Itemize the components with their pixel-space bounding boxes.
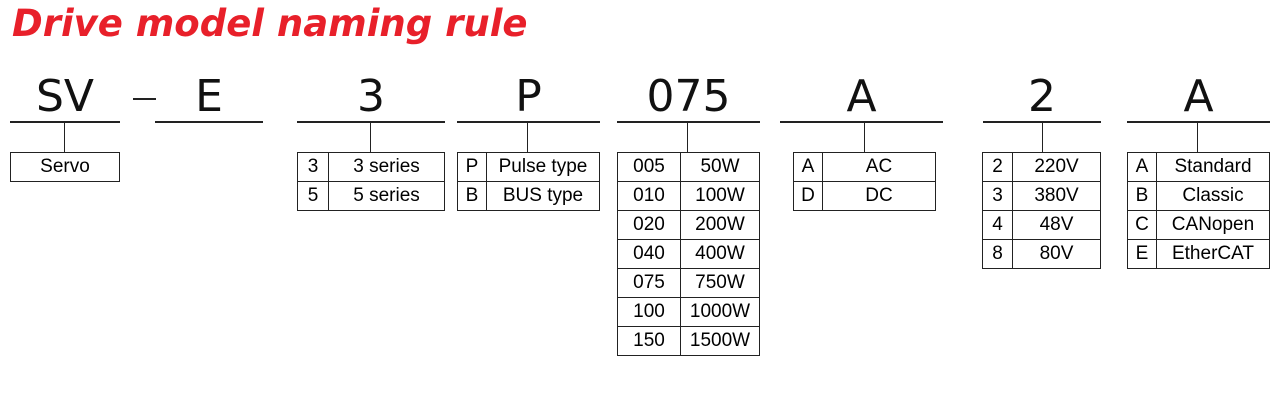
table-cell: P (457, 152, 487, 182)
table-cell: 400W (680, 239, 760, 269)
table-cell: Pulse type (486, 152, 600, 182)
table-cell: 80V (1012, 239, 1101, 269)
table-cell: 100 (617, 297, 681, 327)
table-row: 4 48V (982, 210, 1101, 240)
table-cell: 200W (680, 210, 760, 240)
control-type-table: P Pulse type B BUS type (457, 152, 600, 211)
table-cell: 010 (617, 181, 681, 211)
table-row: 2 220V (982, 152, 1101, 182)
table-row: P Pulse type (457, 152, 600, 182)
connector-line (864, 122, 865, 152)
table-cell: E (1127, 239, 1157, 269)
table-cell: 005 (617, 152, 681, 182)
table-cell: 380V (1012, 181, 1101, 211)
table-row: 005 50W (617, 152, 760, 182)
table-row: A AC (793, 152, 936, 182)
table-row: B BUS type (457, 181, 600, 211)
table-cell: A (1127, 152, 1157, 182)
table-cell: 750W (680, 268, 760, 298)
diagram-title: Drive model naming rule (12, 2, 528, 45)
table-cell: 8 (982, 239, 1013, 269)
underline (10, 121, 120, 123)
power-table: 005 50W 010 100W 020 200W 040 400W 075 7… (617, 152, 760, 356)
connector-line (527, 122, 528, 152)
table-cell: 3 (297, 152, 329, 182)
table-row: E EtherCAT (1127, 239, 1270, 269)
table-cell: 1500W (680, 326, 760, 356)
table-cell: 3 (982, 181, 1013, 211)
table-cell: Standard (1156, 152, 1270, 182)
table-cell: 5 (297, 181, 329, 211)
code-voltage: 2 (1028, 71, 1056, 122)
code-supply: A (846, 71, 877, 122)
table-row: 3 380V (982, 181, 1101, 211)
series-table: 3 3 series 5 5 series (297, 152, 445, 211)
code-communication: A (1183, 71, 1214, 122)
table-cell: 040 (617, 239, 681, 269)
table-row: A Standard (1127, 152, 1270, 182)
table-cell: 5 series (328, 181, 445, 211)
table-cell: 100W (680, 181, 760, 211)
table-cell: 2 (982, 152, 1013, 182)
table-cell: 220V (1012, 152, 1101, 182)
code-series: 3 (357, 71, 385, 122)
table-row: 5 5 series (297, 181, 445, 211)
connector-line (1042, 122, 1043, 152)
code-series-letter: E (195, 71, 223, 122)
table-cell: B (457, 181, 487, 211)
table-row: C CANopen (1127, 210, 1270, 240)
table-cell: 150 (617, 326, 681, 356)
code-control-type: P (515, 71, 542, 122)
table-row: 150 1500W (617, 326, 760, 356)
underline (457, 121, 600, 123)
underline (297, 121, 445, 123)
connector-line (370, 122, 371, 152)
table-cell: 48V (1012, 210, 1101, 240)
table-cell: CANopen (1156, 210, 1270, 240)
code-power: 075 (646, 71, 731, 122)
connector-line (1197, 122, 1198, 152)
connector-line (64, 122, 65, 152)
table-cell: EtherCAT (1156, 239, 1270, 269)
separator-dash (133, 98, 156, 100)
table-cell: C (1127, 210, 1157, 240)
table-row: 100 1000W (617, 297, 760, 327)
servo-box: Servo (10, 152, 120, 182)
table-row: 075 750W (617, 268, 760, 298)
table-row: 8 80V (982, 239, 1101, 269)
table-cell: 4 (982, 210, 1013, 240)
underline (155, 121, 263, 123)
underline (617, 121, 760, 123)
table-row: 010 100W (617, 181, 760, 211)
table-cell: Classic (1156, 181, 1270, 211)
table-cell: B (1127, 181, 1157, 211)
underline (780, 121, 943, 123)
connector-line (687, 122, 688, 152)
table-cell: AC (822, 152, 936, 182)
table-cell: D (793, 181, 823, 211)
table-cell: BUS type (486, 181, 600, 211)
voltage-table: 2 220V 3 380V 4 48V 8 80V (982, 152, 1101, 269)
table-cell: 1000W (680, 297, 760, 327)
table-row: D DC (793, 181, 936, 211)
communication-table: A Standard B Classic C CANopen E EtherCA… (1127, 152, 1270, 269)
table-cell: DC (822, 181, 936, 211)
underline (1127, 121, 1270, 123)
table-row: 3 3 series (297, 152, 445, 182)
table-cell: A (793, 152, 823, 182)
table-cell: 020 (617, 210, 681, 240)
table-cell: 50W (680, 152, 760, 182)
table-row: 020 200W (617, 210, 760, 240)
code-prefix: SV (35, 71, 95, 122)
table-row: 040 400W (617, 239, 760, 269)
table-row: B Classic (1127, 181, 1270, 211)
table-cell: 075 (617, 268, 681, 298)
supply-table: A AC D DC (793, 152, 936, 211)
table-cell: 3 series (328, 152, 445, 182)
